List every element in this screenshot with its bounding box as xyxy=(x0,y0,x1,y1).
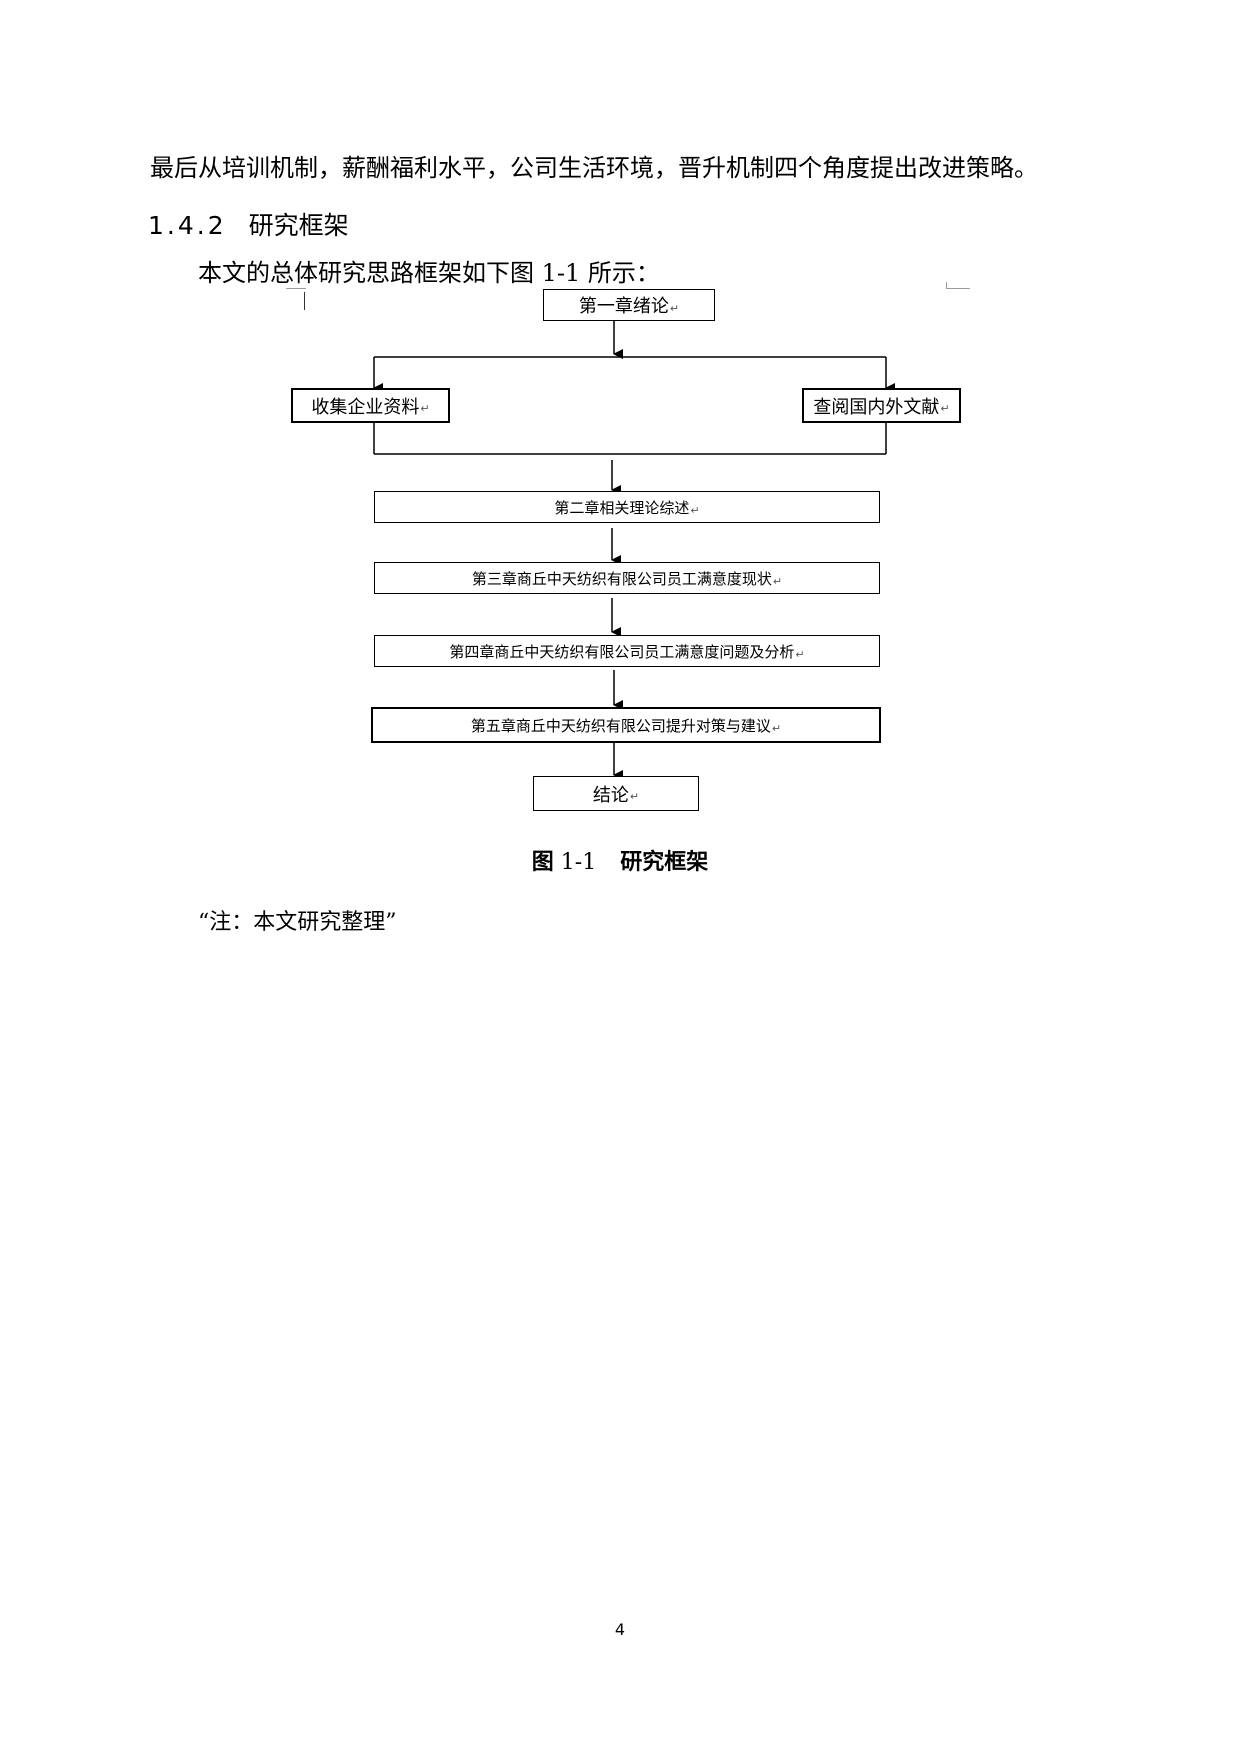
text-boundary-mark xyxy=(286,288,306,289)
node-ch3: 第三章商丘中天纺织有限公司员工满意度现状↵ xyxy=(374,562,880,594)
node-conclusion: 结论↵ xyxy=(533,776,699,811)
section-title: 研究框架 xyxy=(248,211,349,240)
node-ch2: 第二章相关理论综述↵ xyxy=(374,491,880,523)
figure-title: 研究框架 xyxy=(620,850,709,875)
source-note: “注：本文研究整理” xyxy=(198,910,397,935)
page-number: 4 xyxy=(614,1620,626,1639)
node-review-literature: 查阅国内外文献↵ xyxy=(802,388,961,423)
section-heading: 1.4.2 研究框架 xyxy=(148,208,349,244)
intro-paragraph: 最后从培训机制，薪酬福利水平，公司生活环境，晋升机制四个角度提出改进策略。 xyxy=(150,154,1038,182)
figure-label: 图 xyxy=(531,850,554,875)
text-boundary-mark xyxy=(946,288,970,289)
text-boundary-mark xyxy=(946,282,947,288)
section-number: 1.4.2 xyxy=(148,211,227,240)
node-ch5: 第五章商丘中天纺织有限公司提升对策与建议↵ xyxy=(371,707,881,743)
figure-number: 1-1 xyxy=(560,850,597,875)
lead-paragraph: 本文的总体研究思路框架如下图 1-1 所示： xyxy=(198,259,660,287)
node-ch1: 第一章绪论↵ xyxy=(543,289,715,321)
figure-caption: 图 1-1 研究框架 xyxy=(0,848,1240,878)
node-ch4: 第四章商丘中天纺织有限公司员工满意度问题及分析↵ xyxy=(374,635,880,667)
node-collect-materials: 收集企业资料↵ xyxy=(291,388,450,423)
text-cursor-mark xyxy=(304,292,305,310)
